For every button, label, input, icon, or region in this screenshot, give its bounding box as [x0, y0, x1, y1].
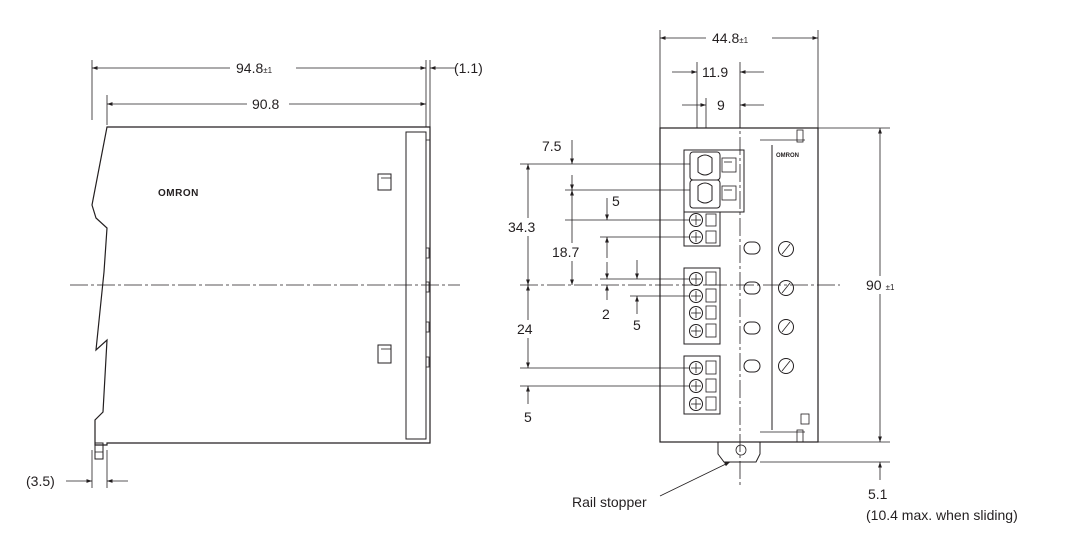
body-depth-label: 90.8 [252, 96, 279, 112]
adjustment-potentiometers [778, 241, 794, 374]
side-housing [91, 126, 431, 446]
lower-block-label: 24 [517, 321, 533, 337]
middle-block-label: 18.7 [552, 244, 579, 260]
side-brand-logo: OMRON [158, 188, 199, 199]
lower-connector-window [377, 344, 392, 364]
din-rail-foot [94, 442, 104, 460]
upper-plug-block [683, 149, 745, 213]
pitch-label-mid: 5 [633, 317, 641, 333]
rail-stopper-label: Rail stopper [572, 494, 647, 510]
svg-text:44.8±1: 44.8±1 [712, 30, 749, 46]
side-view: OMRON 94.8±1 (1.1) 90.8 (3.5) [26, 59, 483, 489]
height-tolerance: ±1 [886, 283, 895, 292]
rail-offset-label: (3.5) [26, 473, 55, 489]
front-brand-logo: OMRON [776, 153, 799, 159]
terminal-offset-b-label: 9 [717, 97, 725, 113]
indicator-column [743, 241, 761, 373]
terminal-block-2 [683, 267, 721, 345]
upper-connector-window [377, 173, 392, 191]
pitch-label-top: 5 [612, 193, 620, 209]
upper-block-label: 34.3 [508, 219, 535, 235]
rail-bottom-label: 5.1 [868, 486, 888, 502]
width-tolerance: ±1 [739, 36, 748, 45]
front-view: OMRON [504, 29, 1018, 523]
front-protrusion-label: (1.1) [454, 60, 483, 76]
svg-text:94.8±1: 94.8±1 [236, 60, 273, 76]
led-indicator [800, 413, 810, 425]
top-to-first-terminal-label: 7.5 [542, 138, 562, 154]
overall-depth-label: 94.8 [236, 60, 263, 76]
overall-depth-tolerance: ±1 [263, 66, 272, 75]
rail-sliding-note: (10.4 max. when sliding) [866, 507, 1018, 523]
svg-text:90±1: 90 ±1 [866, 277, 895, 293]
height-label: 90 [866, 277, 882, 293]
small-gap-label: 2 [602, 306, 610, 322]
terminal-offset-a-label: 11.9 [702, 64, 728, 80]
width-label: 44.8 [712, 30, 739, 46]
pitch-label-bottom: 5 [524, 409, 532, 425]
